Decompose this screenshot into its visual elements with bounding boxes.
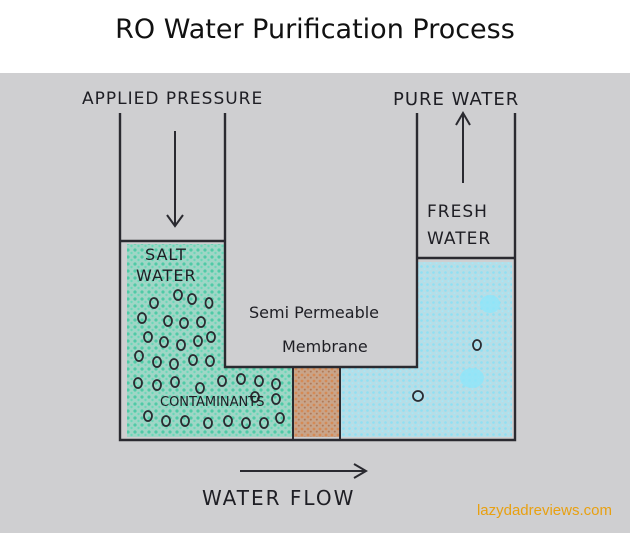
site-watermark: lazydadreviews.com: [476, 502, 612, 519]
fresh-water-label-line1: FRESH: [427, 202, 488, 222]
fresh-water-label-line2: WATER: [427, 229, 492, 249]
contaminant-particles: [133, 289, 482, 429]
u-tube-outline: [118, 113, 517, 442]
membrane-label-line1: Semi Permeable: [249, 303, 380, 322]
pressure-arrow-down: [166, 131, 184, 228]
u-tube-inner-outline: [223, 113, 419, 369]
paper-background: APPLIED PRESSURE PURE WATER SALT WATER F…: [0, 73, 630, 533]
salt-water-label-line1: SALT: [145, 245, 187, 264]
contaminants-label: CONTAMINANTS: [160, 395, 265, 410]
ro-diagram: [118, 111, 517, 479]
applied-pressure-label: APPLIED PRESSURE: [82, 89, 264, 109]
salt-water-label-line2: WATER: [136, 266, 197, 285]
water-flow-label: WATER FLOW: [202, 486, 356, 510]
membrane-region: [293, 367, 340, 437]
pure-water-label: PURE WATER: [393, 89, 520, 110]
membrane-label-line2: Membrane: [282, 337, 368, 356]
diagram-title: RO Water Purification Process: [115, 14, 515, 45]
pure-water-arrow-up: [455, 111, 471, 183]
water-flow-arrow: [240, 463, 368, 479]
fresh-water-region: [340, 262, 512, 437]
salt-water-region: [127, 244, 293, 437]
